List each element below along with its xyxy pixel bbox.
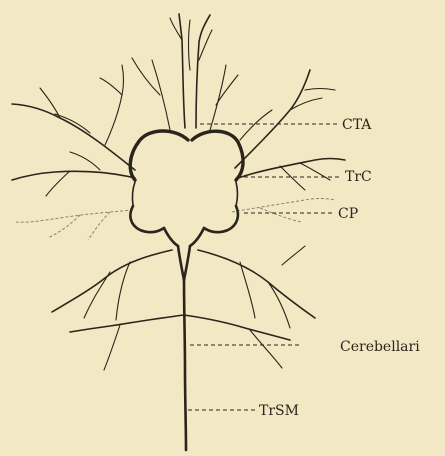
leader-lines bbox=[188, 124, 340, 410]
labels: CTA TrC CP Cerebellari TrSM bbox=[259, 117, 420, 419]
left-branches bbox=[12, 65, 135, 240]
spinal-trunk bbox=[184, 280, 186, 450]
label-cerebellari: Cerebellari bbox=[340, 339, 420, 355]
anterior-vessels bbox=[132, 14, 238, 130]
label-trsm: TrSM bbox=[259, 403, 299, 419]
label-trc: TrC bbox=[345, 169, 372, 185]
central-circle bbox=[130, 131, 243, 280]
right-branches bbox=[232, 70, 345, 222]
label-cp: CP bbox=[338, 206, 358, 222]
label-cta: CTA bbox=[342, 117, 372, 133]
